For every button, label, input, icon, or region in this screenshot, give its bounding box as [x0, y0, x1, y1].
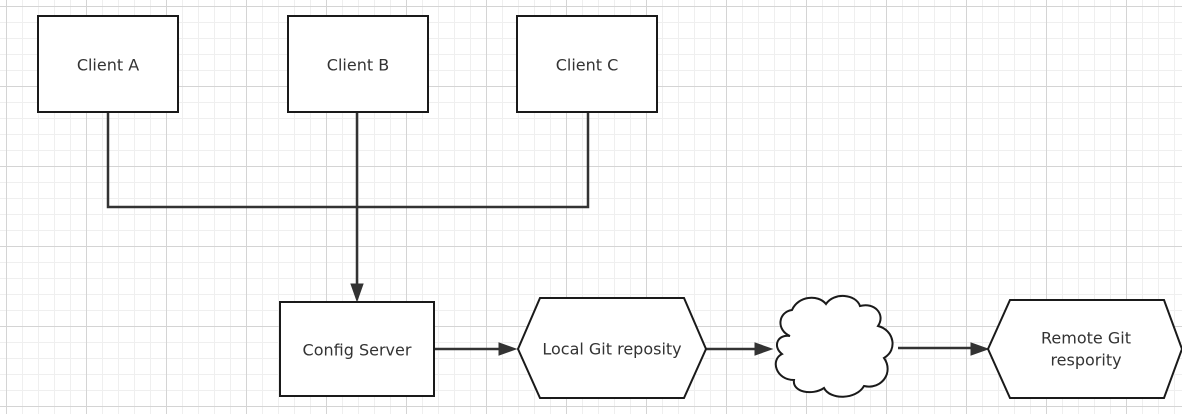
- flow-connectors: [434, 342, 990, 356]
- node-client-b[interactable]: Client B: [287, 15, 429, 113]
- node-client-a[interactable]: Client A: [37, 15, 179, 113]
- client-a-label: Client A: [77, 56, 139, 75]
- arrowhead-cloud: [754, 342, 774, 356]
- node-local-git[interactable]: Local Git reposity: [516, 297, 708, 399]
- cloud-icon: [774, 295, 894, 398]
- node-config-server[interactable]: Config Server: [279, 301, 435, 397]
- node-remote-git[interactable]: Remote Git respority: [986, 299, 1182, 399]
- node-client-c[interactable]: Client C: [516, 15, 658, 113]
- remote-git-label-line2: respority: [1050, 351, 1121, 370]
- arrowhead-remote-git: [970, 342, 990, 356]
- cloud-shape: [774, 295, 894, 398]
- local-git-label: Local Git reposity: [542, 340, 681, 359]
- edge-client-a: [106, 113, 357, 209]
- config-server-label: Config Server: [303, 341, 412, 360]
- remote-git-label-line1: Remote Git: [1041, 329, 1131, 348]
- client-connectors: [106, 113, 590, 303]
- edge-client-c: [357, 113, 590, 209]
- arrowhead-config-server: [350, 283, 364, 303]
- client-c-label: Client C: [556, 56, 619, 75]
- arrowhead-local-git: [498, 342, 518, 356]
- client-b-label: Client B: [327, 56, 389, 75]
